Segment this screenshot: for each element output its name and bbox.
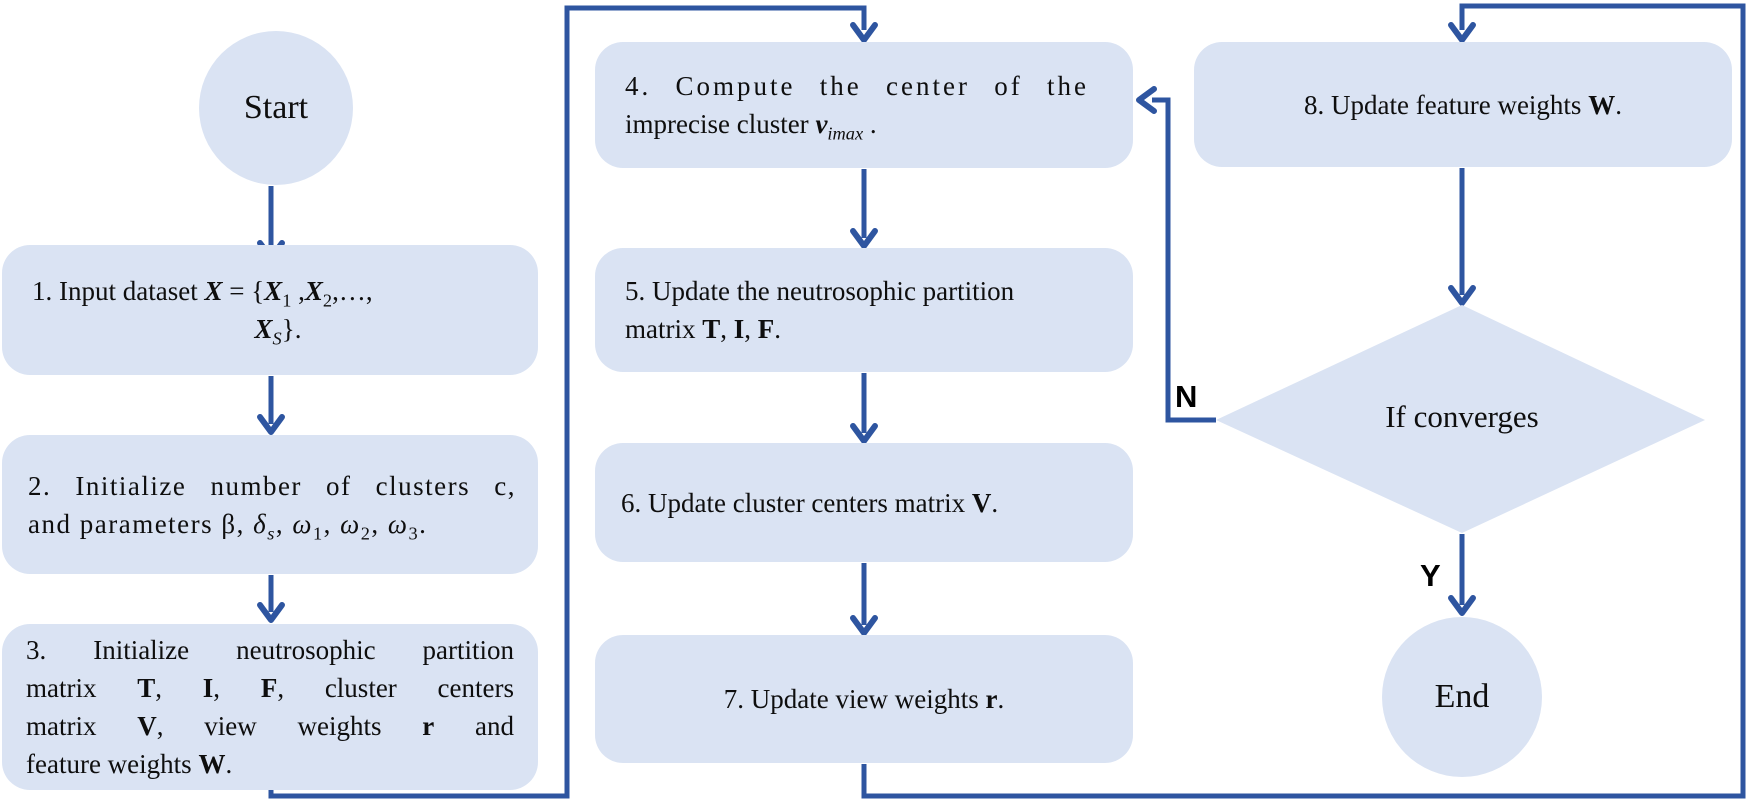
branch-no-label: N [1175, 379, 1198, 414]
step3-line4: feature weights W. [26, 749, 233, 779]
step3-box: 3. Initialize neutrosophic partition mat… [2, 624, 538, 790]
connector-step7-to-step8 [861, 3, 1746, 799]
step4-line2: imprecise cluster vimax . [625, 109, 877, 144]
step5-line2: matrix T, I, F. [625, 314, 782, 344]
step4-box: 4. Compute the center of the imprecise c… [595, 42, 1133, 168]
arrow-step5-to-step6 [850, 373, 878, 444]
step3-line2: matrix T, I, F, cluster centers [26, 673, 515, 703]
step5-box: 5. Update the neutrosophic partition mat… [595, 248, 1133, 372]
step2-box: 2. Initialize number of clusters c, and … [2, 435, 538, 574]
end-label: End [1434, 678, 1490, 715]
start-node: Start [199, 31, 353, 185]
step1-line2: XS}. [254, 314, 302, 349]
arrow-step8-to-decision [1448, 168, 1476, 306]
step2-line2: and parameters β, δs, ω1, ω2, ω3. [28, 508, 428, 543]
step6-line: 6. Update cluster centers matrix V. [621, 487, 999, 518]
step2-line1: 2. Initialize number of clusters c, [28, 470, 516, 501]
step3-line1: 3. Initialize neutrosophic partition [26, 635, 514, 665]
step1-box: 1. Input dataset X = {X1 ,X2,…, XS}. [2, 245, 538, 375]
end-node: End [1382, 617, 1542, 777]
arrow-step4-to-step5 [850, 169, 878, 249]
arrow-step1-to-step2 [257, 376, 285, 435]
step8-box: 8. Update feature weights W. [1194, 42, 1732, 167]
decision-diamond [1216, 305, 1705, 533]
decision-label: If converges [1385, 399, 1539, 434]
connector-decision-no-to-step4 [1136, 86, 1216, 423]
step8-line: 8. Update feature weights W. [1304, 89, 1622, 120]
step4-line1: 4. Compute the center of the [625, 71, 1089, 101]
start-label: Start [243, 89, 309, 126]
arrow-decision-yes-to-end [1448, 534, 1476, 616]
step7-line: 7. Update view weights r. [723, 684, 1005, 714]
step7-box: 7. Update view weights r. [595, 635, 1133, 763]
branch-yes-label: Y [1420, 558, 1441, 593]
arrow-step2-to-step3 [257, 575, 285, 623]
step5-line1: 5. Update the neutrosophic partition [625, 276, 1015, 306]
step6-box: 6. Update cluster centers matrix V. [595, 443, 1133, 562]
step1-line1: 1. Input dataset X = {X1 ,X2,…, [32, 276, 373, 311]
step3-line3: matrix V, view weights r and [26, 711, 514, 741]
connector-step3-to-step4 [268, 5, 878, 799]
arrow-step6-to-step7 [850, 563, 878, 636]
